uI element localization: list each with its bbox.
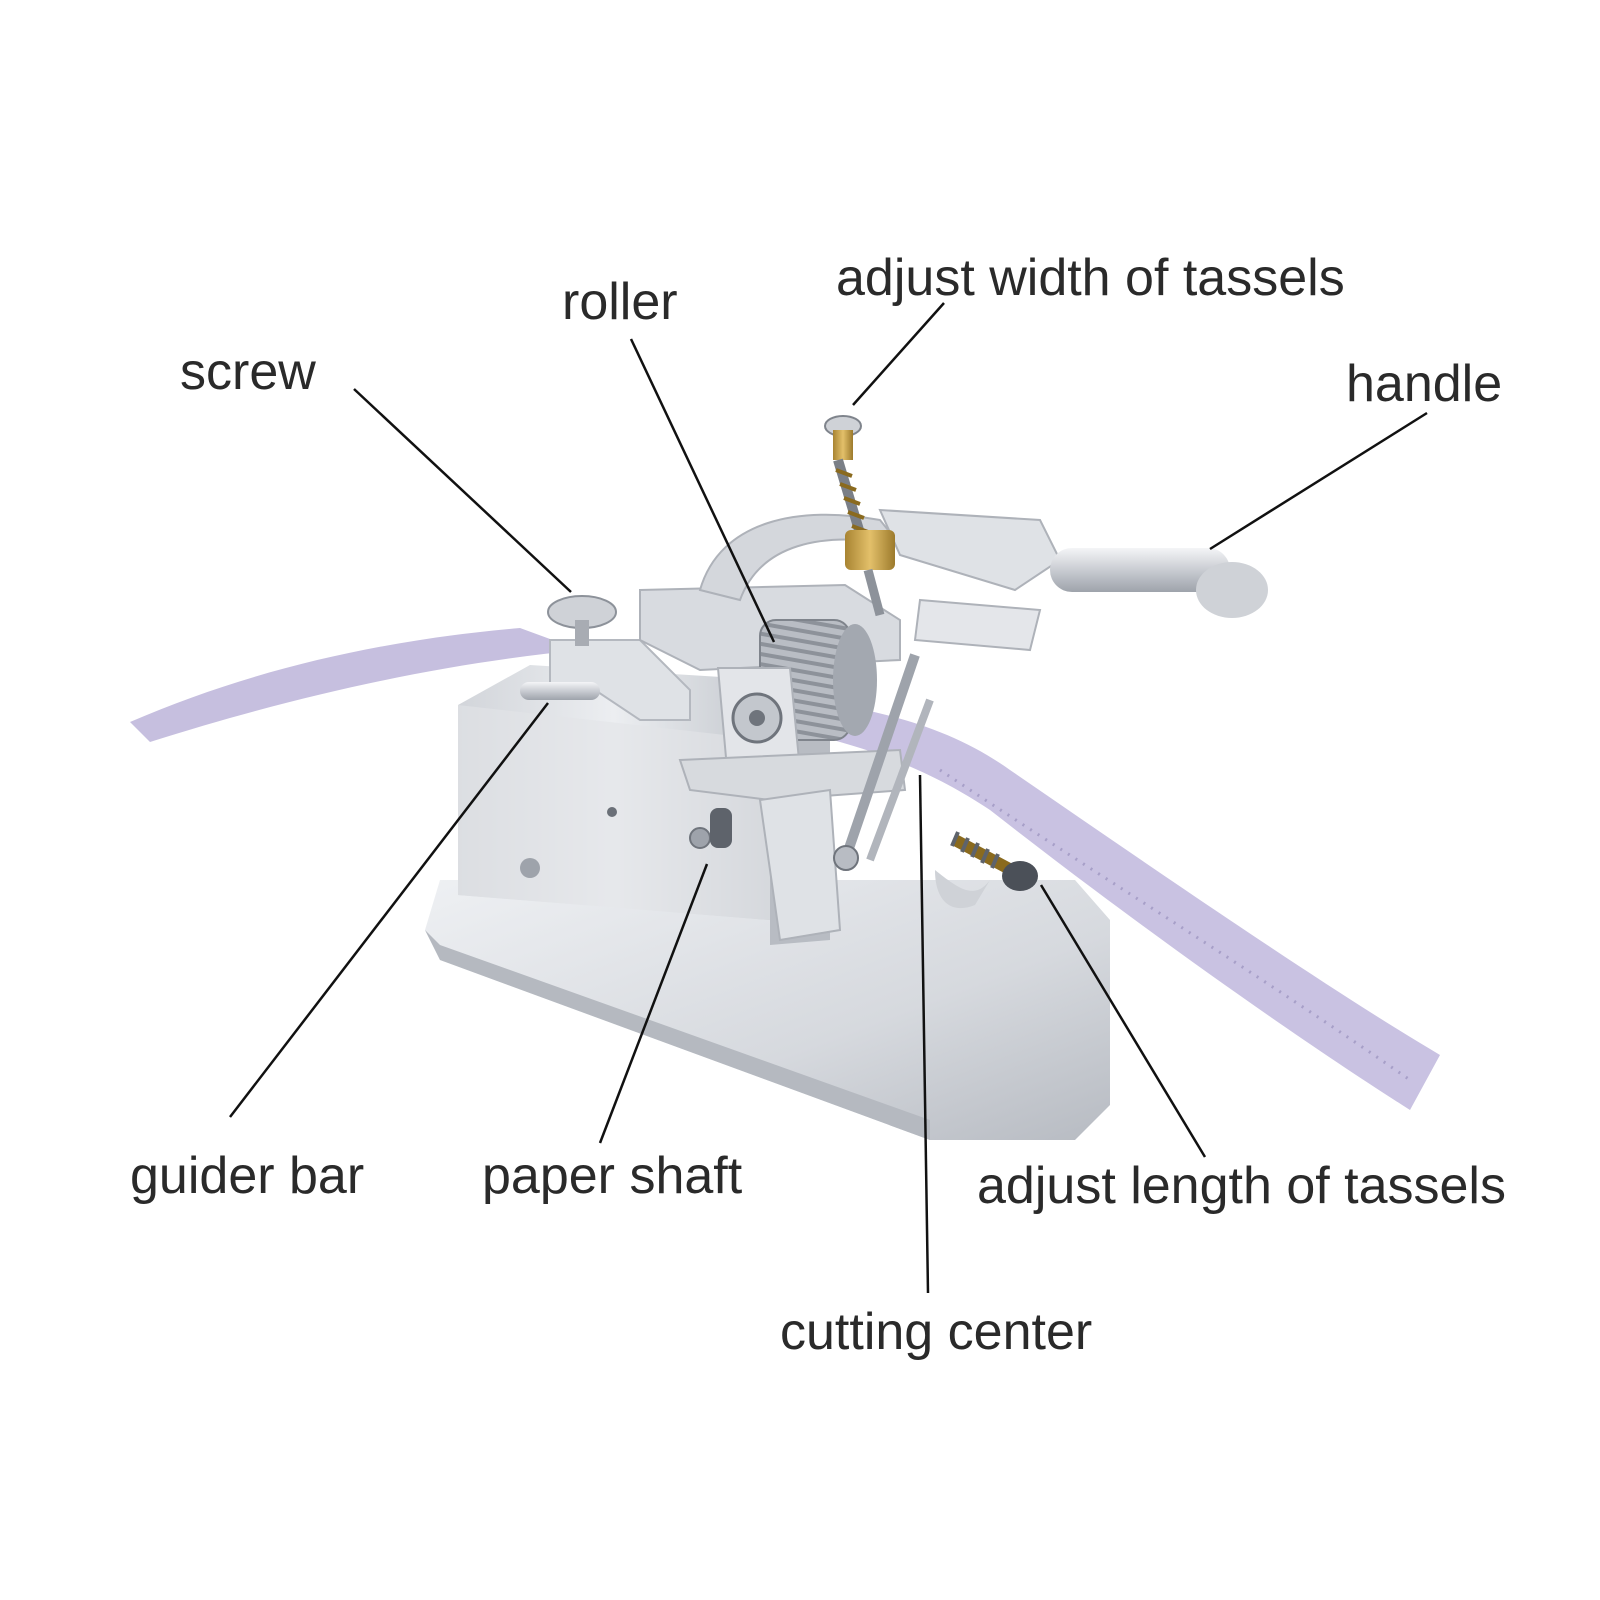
label-handle: handle <box>1346 355 1503 413</box>
handle-arm <box>878 508 1268 652</box>
width-adjust-screw <box>824 415 895 617</box>
label-screw: screw <box>180 343 316 401</box>
left-bracket <box>520 595 691 721</box>
label-roller: roller <box>562 273 678 331</box>
leader-roller <box>629 338 776 643</box>
base-plate <box>425 880 1110 1140</box>
leader-screw <box>353 388 572 593</box>
leader-paper-shaft <box>598 863 709 1144</box>
bearing-plate <box>716 667 802 782</box>
leader-cutting-center <box>918 774 930 1294</box>
paper-strip <box>130 628 1440 1110</box>
leader-handle <box>1209 411 1428 551</box>
handle-grip <box>1050 548 1230 592</box>
guider-rod <box>520 682 600 700</box>
label-adjust-length-of-tassels: adjust length of tassels <box>977 1157 1506 1215</box>
length-adjust-screw <box>935 831 1038 909</box>
label-guider-bar: guider bar <box>130 1147 365 1205</box>
label-cutting-center: cutting center <box>780 1303 1093 1361</box>
leader-adjust-length <box>1039 884 1207 1158</box>
paper-shaft-end <box>689 827 711 849</box>
leader-lines <box>229 302 1428 1294</box>
label-adjust-width-of-tassels: adjust width of tassels <box>836 249 1345 307</box>
cutter-assembly <box>678 653 934 942</box>
leader-adjust-width <box>852 302 945 406</box>
leader-guider-bar <box>229 702 549 1118</box>
label-paper-shaft: paper shaft <box>482 1147 743 1205</box>
